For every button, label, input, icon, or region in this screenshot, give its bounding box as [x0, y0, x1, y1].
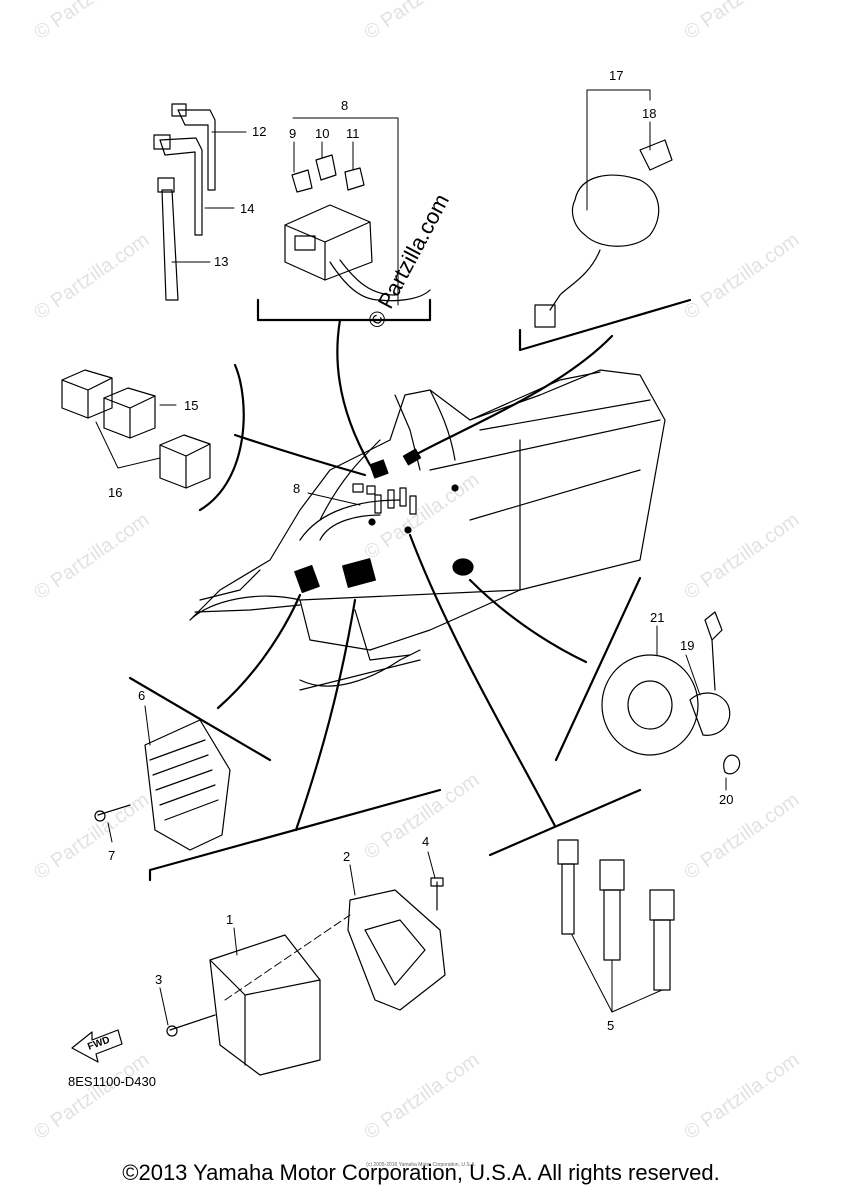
- watermark: © Partzilla.com: [360, 469, 483, 564]
- leader-lines: [216, 318, 614, 832]
- cable-ties: [153, 103, 216, 301]
- callout-8: 8: [341, 98, 348, 113]
- watermark: © Partzilla.com: [680, 789, 803, 884]
- callout-18: 18: [642, 106, 656, 121]
- relays: [61, 369, 211, 489]
- main-switch-assembly: [534, 139, 673, 328]
- watermark: © Partzilla.com: [680, 1049, 803, 1144]
- watermark: © Partzilla.com: [360, 1049, 483, 1144]
- callout-9: 9: [289, 126, 296, 141]
- callout-5: 5: [607, 1018, 614, 1033]
- harness-connectors: [294, 448, 474, 594]
- watermark: © Partzilla.com: [680, 509, 803, 604]
- callout-20: 20: [719, 792, 733, 807]
- watermark: © Partzilla.com: [30, 0, 153, 44]
- copyright-notice: ©2013 Yamaha Motor Corporation, U.S.A. A…: [122, 1160, 720, 1185]
- diagram-code: 8ES1100-D430: [68, 1074, 156, 1089]
- watermark: © Partzilla.com: [680, 229, 803, 324]
- cdi-unit-and-bracket: [166, 877, 446, 1076]
- snowmobile-illustration: [189, 369, 666, 691]
- callout-19: 19: [680, 638, 694, 653]
- callout-14: 14: [240, 201, 254, 216]
- fwd-arrow: [71, 1029, 123, 1063]
- callout-6: 6: [138, 688, 145, 703]
- watermark: © Partzilla.com: [30, 789, 153, 884]
- watermark: © Partzilla.com: [30, 509, 153, 604]
- ignition-coils: [557, 839, 675, 991]
- watermark: © Partzilla.com: [30, 1049, 153, 1144]
- callout-11: 11: [346, 126, 360, 141]
- callout-numbers: 1 2 3 4 5 6 7 8 8 9 10 11 12 13 14 15 16…: [108, 68, 733, 1033]
- fine-print: (c) 2005-2016 Yamaha Motor Corporation, …: [366, 1162, 476, 1168]
- callout-10: 10: [315, 126, 329, 141]
- callout-8-machine: 8: [293, 481, 300, 496]
- fuse-box-assembly: [284, 154, 431, 302]
- watermark: © Partzilla.com: [360, 769, 483, 864]
- callout-15: 15: [184, 398, 198, 413]
- callout-16: 16: [108, 485, 122, 500]
- callout-7: 7: [108, 848, 115, 863]
- callout-2: 2: [343, 849, 350, 864]
- watermark: © Partzilla.com: [362, 190, 454, 333]
- watermark: © Partzilla.com: [360, 0, 483, 44]
- callout-1: 1: [226, 912, 233, 927]
- rectifier-regulator: [94, 719, 231, 851]
- callout-leaders: [95, 89, 727, 1026]
- pickup-coil-assembly: [601, 611, 741, 775]
- callout-17: 17: [609, 68, 623, 83]
- callout-13: 13: [214, 254, 228, 269]
- watermark: © Partzilla.com: [30, 229, 153, 324]
- callout-12: 12: [252, 124, 266, 139]
- watermark: © Partzilla.com: [680, 0, 803, 44]
- callout-4: 4: [422, 834, 429, 849]
- watermark-layer: © Partzilla.com © Partzilla.com © Partzi…: [30, 0, 803, 1144]
- callout-21: 21: [650, 610, 664, 625]
- group-brackets: [128, 298, 692, 882]
- callout-3: 3: [155, 972, 162, 987]
